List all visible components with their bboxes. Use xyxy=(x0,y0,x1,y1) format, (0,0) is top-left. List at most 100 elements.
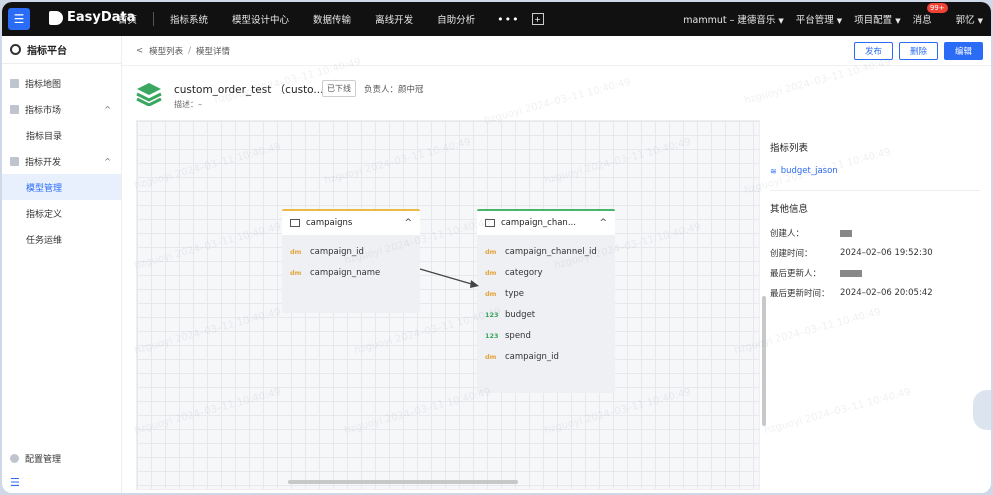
breadcrumb-model-list[interactable]: 模型列表 xyxy=(149,46,184,57)
nav-self-analysis[interactable]: 自助分析 xyxy=(437,15,476,26)
project-config-label: 项目配置 xyxy=(854,15,893,26)
nav-divider xyxy=(153,12,155,26)
chevron-down-icon: ▼ xyxy=(778,17,784,25)
nav-home[interactable]: 首页 xyxy=(118,15,138,26)
field-name: campaign_id xyxy=(310,246,364,257)
app-logo[interactable]: EasyData xyxy=(49,10,135,25)
horizontal-scrollbar[interactable] xyxy=(288,480,518,484)
numeric-type-icon: 123 xyxy=(485,310,499,319)
nav-offline-dev[interactable]: 离线开发 xyxy=(375,15,414,26)
nav-data-transfer[interactable]: 数据传输 xyxy=(313,15,352,26)
sidebar-item-metric-map[interactable]: 指标地图 xyxy=(2,70,121,96)
platform-label: 平台管理 xyxy=(795,15,834,26)
table-field[interactable]: dm campaign_id xyxy=(477,346,615,367)
chart-icon: ≋ xyxy=(770,166,777,176)
model-owner: 负责人：颜中冠 xyxy=(364,85,424,95)
table-field[interactable]: dm campaign_channel_id xyxy=(477,241,615,262)
table-field[interactable]: dm campaign_name xyxy=(282,262,420,283)
back-icon[interactable]: < xyxy=(136,45,144,56)
table-field[interactable]: dm campaign_id xyxy=(282,241,420,262)
breadcrumb: < 模型列表 / 模型详情 xyxy=(122,36,991,66)
sidebar-item-label: 模型管理 xyxy=(26,183,63,194)
field-name: spend xyxy=(505,330,531,341)
project-switcher[interactable]: mammut – 建德音乐▼ xyxy=(683,12,784,26)
table-card-header: campaign_chan... ^ xyxy=(477,211,615,235)
dimension-type-icon: dm xyxy=(485,352,497,361)
status-badge: 已下线 xyxy=(322,80,356,97)
sidebar-item-label: 指标目录 xyxy=(26,131,63,142)
platform-menu[interactable]: 平台管理▼ xyxy=(796,12,842,26)
sidebar-item-label: 指标市场 xyxy=(25,105,62,116)
table-icon xyxy=(485,219,495,227)
sidebar-item-metric-market[interactable]: 指标市场 ^ xyxy=(2,96,121,122)
info-key: 创建时间： xyxy=(770,249,813,259)
menu-icon[interactable]: ☰ xyxy=(8,8,30,30)
table-card-campaigns[interactable]: campaigns ^ dm campaign_id dm campaign_n… xyxy=(282,209,420,313)
breadcrumb-model-detail: 模型详情 xyxy=(196,46,231,57)
field-name: campaign_name xyxy=(310,267,381,278)
redacted-value xyxy=(840,229,852,237)
sidebar: 指标平台 指标地图 指标市场 ^ 指标目录 指标开发 ^ 模型管理 指标定义 任… xyxy=(2,36,122,493)
info-row-created-time: 创建时间： 2024–02–06 19:52:30 xyxy=(770,243,980,263)
vertical-scrollbar[interactable] xyxy=(762,296,766,426)
info-value: 2024–02–06 20:05:42 xyxy=(840,288,933,298)
sidebar-item-config[interactable]: 配置管理 xyxy=(2,445,122,471)
edit-button[interactable]: 编辑 xyxy=(943,42,983,60)
sidebar-item-label: 指标定义 xyxy=(26,209,63,220)
sidebar-item-metric-definition[interactable]: 指标定义 xyxy=(2,200,121,226)
sidebar-item-metric-catalog[interactable]: 指标目录 xyxy=(2,122,121,148)
info-key: 最后更新时间： xyxy=(770,289,830,299)
gear-icon xyxy=(10,453,19,463)
table-field[interactable]: dm category xyxy=(477,262,615,283)
chevron-up-icon[interactable]: ^ xyxy=(599,218,607,228)
metric-link[interactable]: ≋ budget_jason xyxy=(770,166,980,176)
sidebar-item-metric-dev[interactable]: 指标开发 ^ xyxy=(2,148,121,174)
field-name: campaign_id xyxy=(505,351,559,362)
divider xyxy=(770,190,980,191)
floating-assistant-button[interactable] xyxy=(973,390,991,430)
chevron-down-icon: ▼ xyxy=(895,17,901,25)
field-name: campaign_channel_id xyxy=(505,246,597,257)
logo-icon xyxy=(49,10,63,25)
home-icon xyxy=(10,78,19,88)
relation-arrow[interactable] xyxy=(417,266,487,296)
sidebar-bottom: 配置管理 xyxy=(2,445,122,471)
field-name: budget xyxy=(505,309,536,320)
table-field[interactable]: 123 spend xyxy=(477,325,615,346)
metric-link-text: budget_jason xyxy=(780,166,838,176)
action-buttons: 发布 删除 编辑 xyxy=(853,42,983,60)
table-card-campaign-channel[interactable]: campaign_chan... ^ dm campaign_channel_i… xyxy=(477,209,615,393)
chevron-down-icon: ▼ xyxy=(836,17,843,25)
sidebar-item-task-ops[interactable]: 任务运维 xyxy=(2,226,121,252)
sidebar-item-label: 指标开发 xyxy=(25,157,62,168)
nav-metrics-system[interactable]: 指标系统 xyxy=(170,15,209,26)
model-canvas[interactable]: campaigns ^ dm campaign_id dm campaign_n… xyxy=(136,120,760,490)
dimension-type-icon: dm xyxy=(290,247,302,256)
table-name: campaigns xyxy=(306,218,353,228)
model-header: custom_order_test （custo... 已下线 负责人：颜中冠 … xyxy=(136,76,736,116)
table-card-header: campaigns ^ xyxy=(282,211,420,235)
table-field[interactable]: dm type xyxy=(477,283,615,304)
info-value: 2024–02–06 19:52:30 xyxy=(840,248,933,258)
table-field[interactable]: 123 budget xyxy=(477,304,615,325)
dimension-type-icon: dm xyxy=(485,289,497,298)
sidebar-item-model-management[interactable]: 模型管理 xyxy=(2,174,121,200)
redacted-value xyxy=(840,269,862,277)
sidebar-item-label: 配置管理 xyxy=(25,454,62,465)
project-config-menu[interactable]: 项目配置▼ xyxy=(854,12,900,26)
user-name: 郭忆 xyxy=(955,15,975,26)
expand-icon[interactable]: + xyxy=(531,13,544,25)
chevron-up-icon[interactable]: ^ xyxy=(404,218,412,228)
delete-button[interactable]: 删除 xyxy=(898,42,938,60)
collapse-sidebar-icon[interactable]: ☰ xyxy=(10,476,20,489)
nav-model-design[interactable]: 模型设计中心 xyxy=(232,15,290,26)
messages-label: 消息 xyxy=(912,15,932,26)
publish-button[interactable]: 发布 xyxy=(853,42,893,60)
user-menu[interactable]: 郭忆▼ xyxy=(956,12,983,26)
dimension-type-icon: dm xyxy=(485,247,497,256)
info-row-last-updater: 最后更新人： xyxy=(770,263,980,283)
model-name: custom_order_test （custo... xyxy=(174,84,324,96)
more-icon[interactable]: ••• xyxy=(497,12,520,26)
